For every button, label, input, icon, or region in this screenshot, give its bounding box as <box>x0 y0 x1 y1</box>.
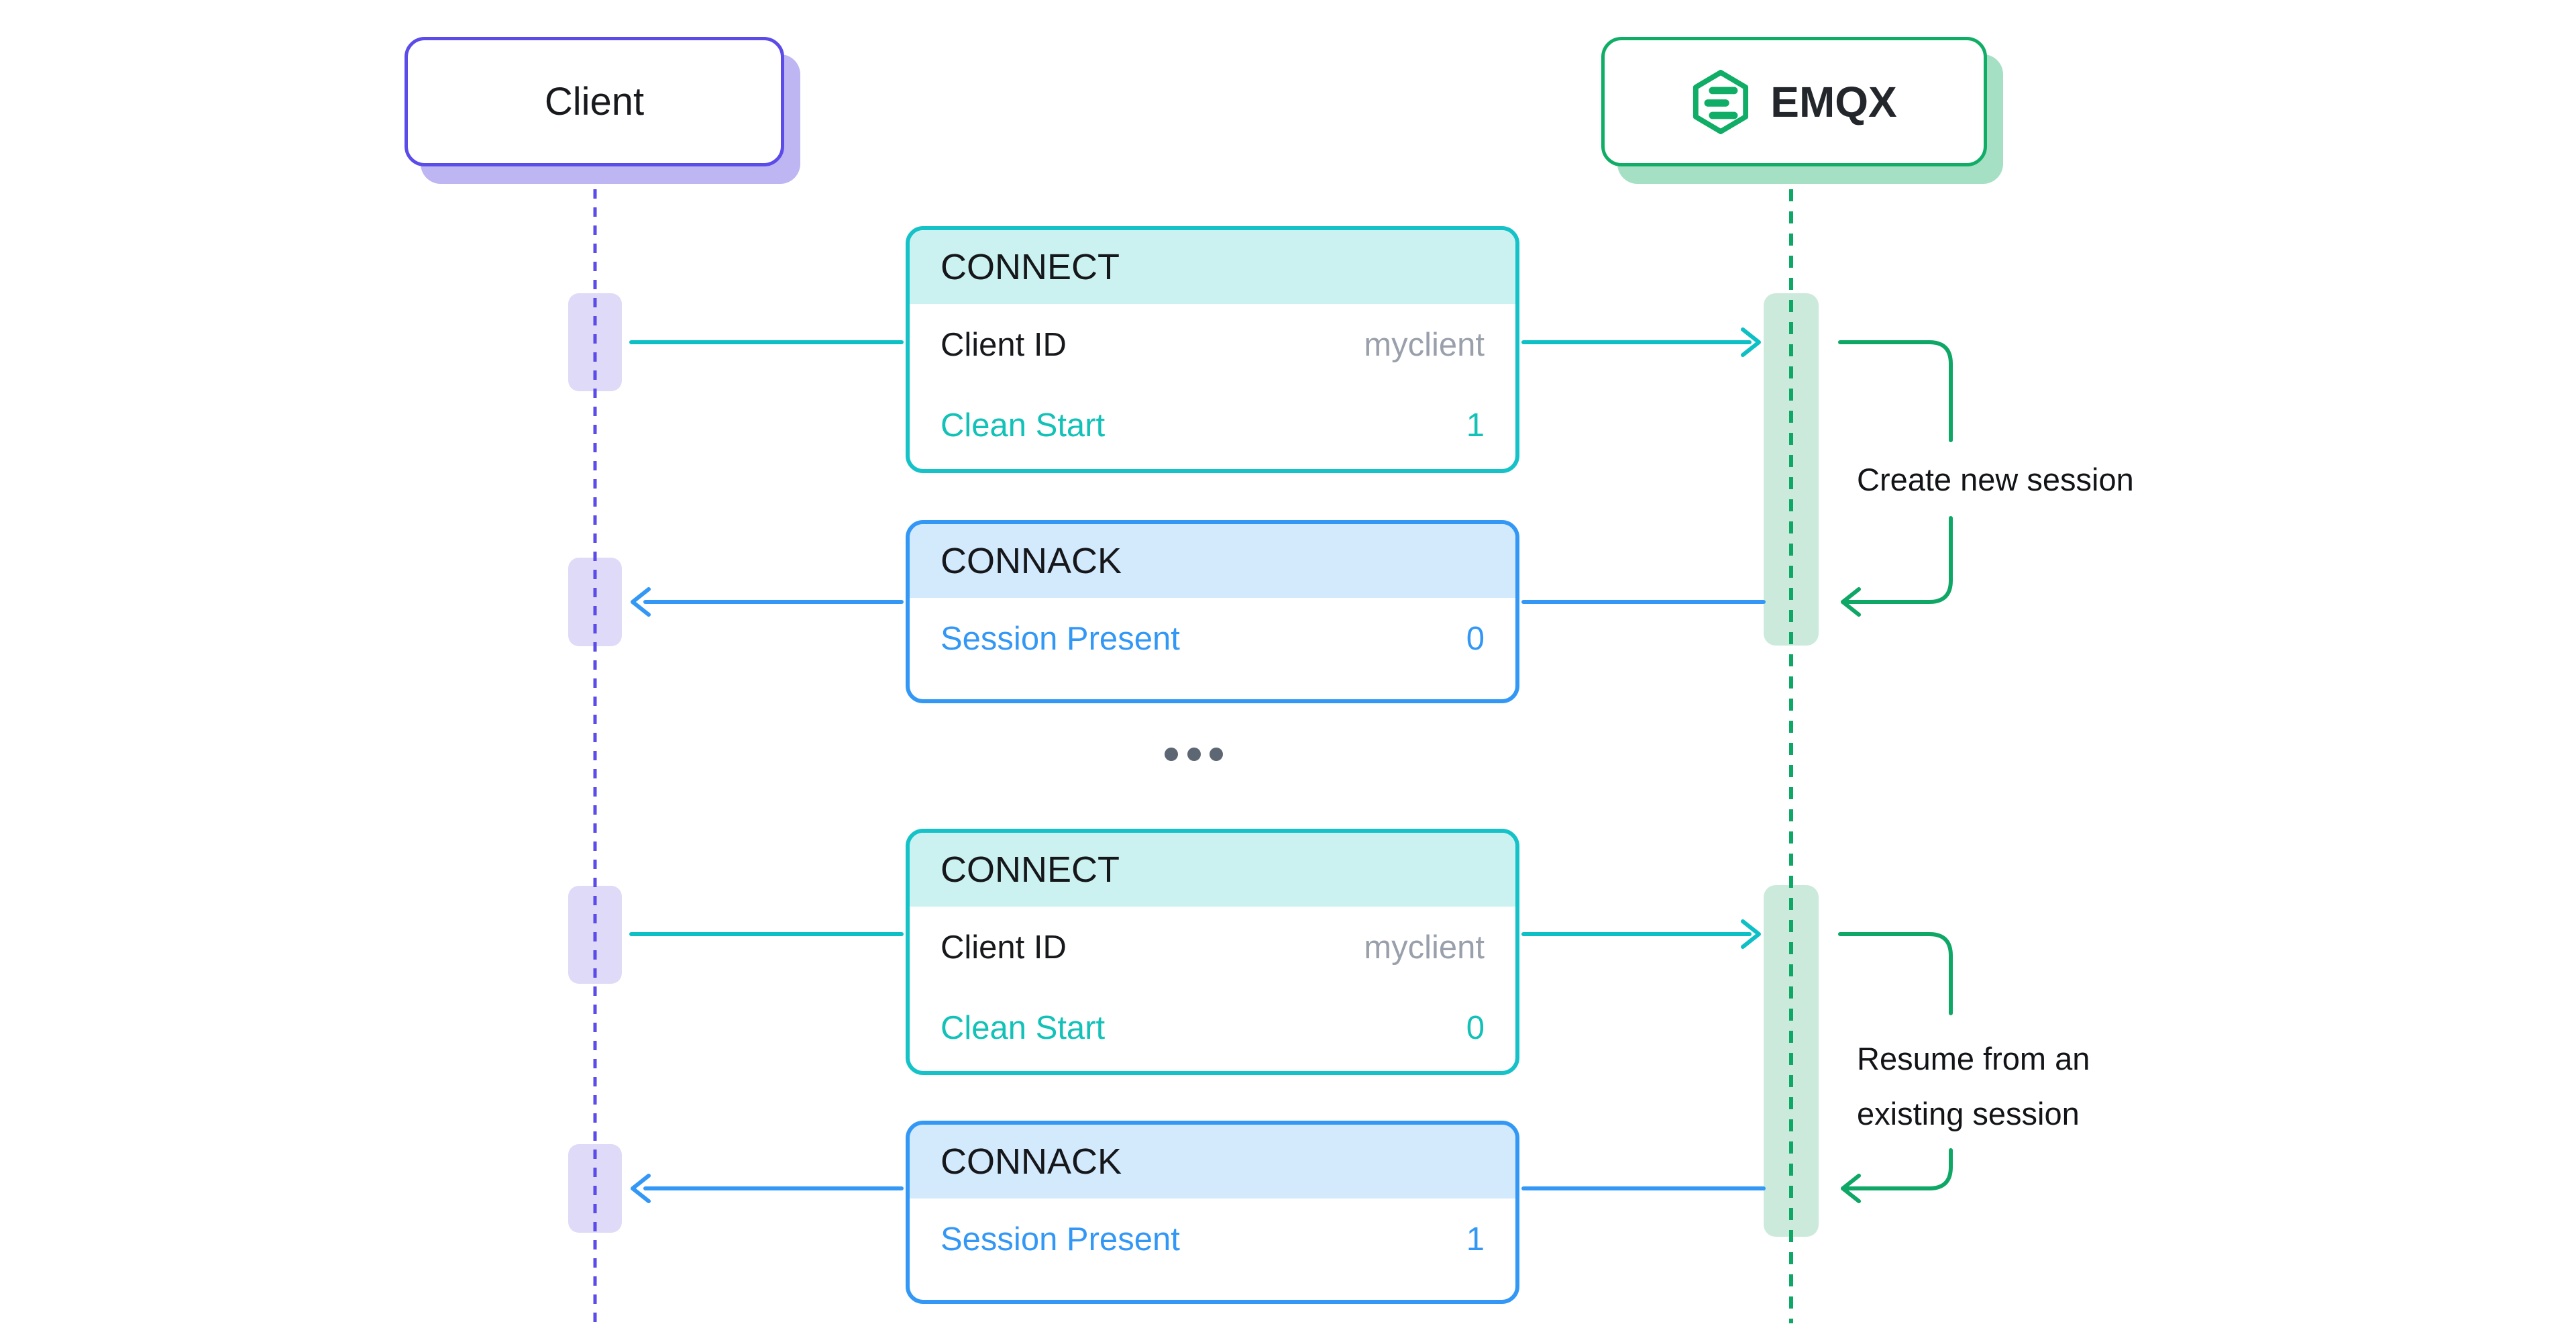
message-title: CONNACK <box>910 524 1515 598</box>
annotation-resume-session: Resume from an existing session <box>1857 1031 2090 1141</box>
arrowhead-right-icon <box>1741 919 1761 949</box>
arrowhead-left-icon <box>1841 1174 1861 1203</box>
message-title: CONNECT <box>910 230 1515 304</box>
arrowhead-left-icon <box>631 587 651 617</box>
connect-message-1: CONNECT Client ID myclient Clean Start 1 <box>906 226 1519 473</box>
connack-message-1: CONNACK Session Present 0 <box>906 520 1519 703</box>
annotation-line: existing session <box>1857 1096 2080 1131</box>
message-row: Session Present 0 <box>941 619 1485 658</box>
row-label: Clean Start <box>941 407 1106 444</box>
create-session-bracket <box>1838 340 1953 617</box>
message-row: Client ID myclient <box>941 325 1485 364</box>
arrowhead-left-icon <box>1841 587 1861 617</box>
resume-session-bracket <box>1838 932 1953 1203</box>
arrowhead-right-icon <box>1741 327 1761 357</box>
row-label: Session Present <box>941 621 1180 657</box>
row-value: 0 <box>1466 621 1485 657</box>
message-row: Clean Start 0 <box>941 1009 1485 1048</box>
row-label: Client ID <box>941 929 1067 966</box>
emqx-logo-icon <box>1693 69 1749 134</box>
connack-arrow-2 <box>631 1174 1766 1203</box>
emqx-node: EMQX <box>1601 37 1987 166</box>
row-value: myclient <box>1364 327 1485 363</box>
connect-message-2: CONNECT Client ID myclient Clean Start 0 <box>906 829 1519 1075</box>
connack-arrow-1 <box>631 587 1766 617</box>
message-row: Session Present 1 <box>941 1220 1485 1259</box>
connack-message-2: CONNACK Session Present 1 <box>906 1121 1519 1304</box>
annotation-create-session: Create new session <box>1857 452 2134 507</box>
message-row: Clean Start 1 <box>941 406 1485 445</box>
row-value: 0 <box>1466 1010 1485 1046</box>
client-node-label: Client <box>544 80 645 123</box>
connect-arrow-2 <box>629 919 1761 949</box>
row-label: Clean Start <box>941 1010 1106 1046</box>
emqx-activation-bar <box>1764 293 1819 646</box>
row-value: 1 <box>1466 1221 1485 1258</box>
message-title: CONNACK <box>910 1125 1515 1198</box>
client-activation-bar <box>568 558 622 646</box>
connect-arrow-1 <box>629 327 1761 357</box>
row-label: Client ID <box>941 327 1067 363</box>
emqx-node-label: EMQX <box>1770 77 1897 126</box>
client-node: Client <box>405 37 784 166</box>
row-label: Session Present <box>941 1221 1180 1258</box>
message-title: CONNECT <box>910 833 1515 907</box>
ellipsis-separator-icon <box>1165 748 1223 761</box>
arrowhead-left-icon <box>631 1174 651 1203</box>
message-row: Client ID myclient <box>941 928 1485 967</box>
annotation-line: Create new session <box>1857 462 2134 497</box>
annotation-line: Resume from an <box>1857 1041 2090 1076</box>
row-value: myclient <box>1364 929 1485 966</box>
row-value: 1 <box>1466 407 1485 444</box>
